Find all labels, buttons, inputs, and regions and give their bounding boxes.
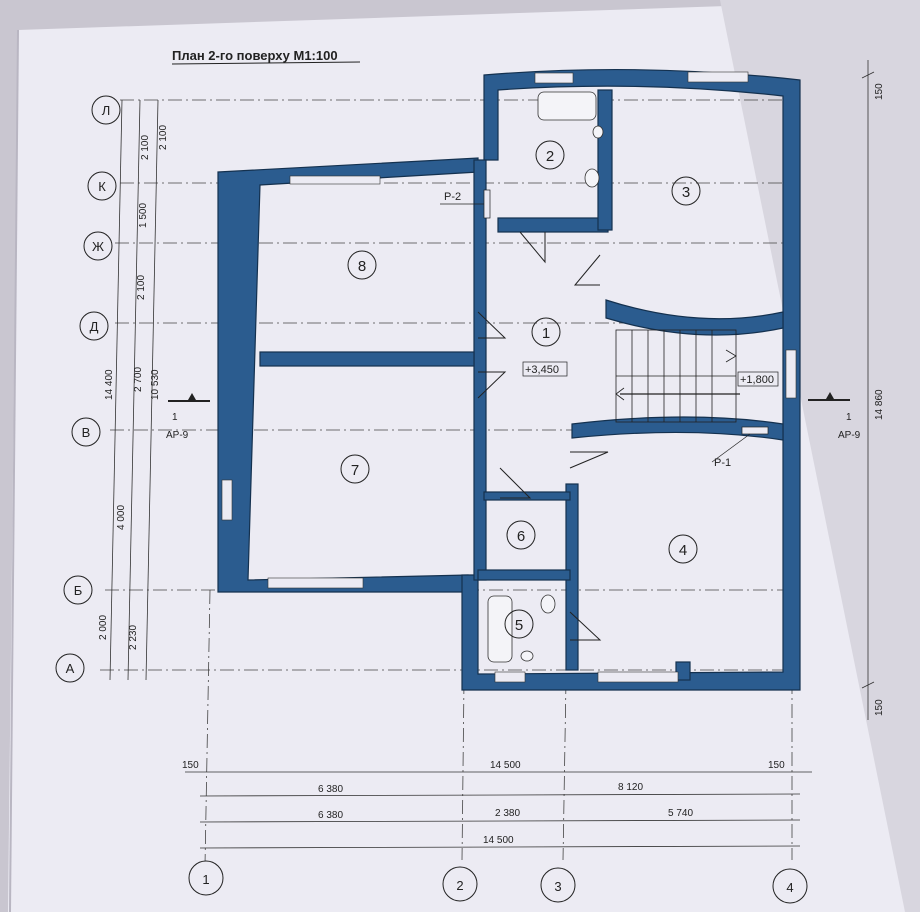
svg-text:АР-9: АР-9	[838, 430, 861, 441]
room-1: 1	[531, 317, 561, 347]
axis-a: А	[55, 653, 85, 683]
left-dimensions: 14 400 2 000 2 100 1 500 2 100 2 700 4 0…	[98, 125, 169, 650]
row-axis-bubbles: Л К Ж Д В Б А	[55, 95, 121, 683]
svg-text:150: 150	[768, 760, 785, 771]
svg-text:7: 7	[351, 462, 359, 479]
column-axis-bubbles: 1 2 3 4	[188, 860, 808, 904]
riser-p1-label: Р-1	[714, 457, 731, 469]
svg-text:3: 3	[682, 184, 690, 201]
svg-text:Д: Д	[90, 319, 99, 334]
svg-text:2 100: 2 100	[140, 135, 151, 160]
level-stair: +1,800	[737, 371, 779, 387]
svg-text:14 860: 14 860	[874, 389, 885, 420]
staircase	[615, 329, 740, 423]
svg-text:14 500: 14 500	[490, 760, 521, 771]
room-8: 8	[347, 250, 377, 280]
room-4: 4	[668, 534, 698, 564]
svg-text:1: 1	[846, 412, 852, 423]
right-dimension-lines	[861, 60, 875, 720]
svg-text:2: 2	[456, 878, 463, 893]
svg-text:5: 5	[515, 617, 523, 634]
axis-v: В	[71, 417, 101, 447]
left-dimension-lines	[109, 99, 159, 681]
room-3: 3	[671, 176, 701, 206]
svg-text:150: 150	[874, 699, 885, 716]
bottom-dimensions: 150 14 500 150 6 380 8 120 6 380 2 380 5…	[182, 760, 785, 846]
level-main: +3,450	[522, 361, 568, 377]
plan-title: План 2-го поверху М1:100	[172, 48, 338, 63]
svg-text:А: А	[66, 661, 75, 676]
svg-text:8 120: 8 120	[618, 782, 643, 793]
svg-text:2 100: 2 100	[136, 275, 147, 300]
svg-text:10 530: 10 530	[150, 369, 161, 400]
svg-text:6: 6	[517, 528, 525, 545]
svg-text:+1,800: +1,800	[740, 374, 774, 386]
svg-text:6 380: 6 380	[318, 784, 343, 795]
svg-text:Ж: Ж	[92, 239, 104, 254]
windows	[221, 71, 797, 683]
room-5: 5	[504, 609, 534, 639]
axis-col-4: 4	[772, 868, 808, 904]
svg-text:2 380: 2 380	[495, 808, 520, 819]
riser-p2: Р-2	[440, 189, 491, 219]
svg-text:3: 3	[554, 879, 561, 894]
section-mark-left: 1 АР-9	[166, 392, 210, 441]
svg-text:2 000: 2 000	[98, 615, 109, 640]
svg-text:АР-9: АР-9	[166, 430, 189, 441]
svg-text:14 400: 14 400	[104, 369, 115, 400]
axis-d: Д	[79, 311, 109, 341]
doors	[477, 231, 609, 641]
svg-text:4: 4	[679, 542, 687, 559]
svg-text:Л: Л	[102, 103, 111, 118]
right-dimensions: 150 14 860 150	[874, 83, 885, 716]
sanitary-fixtures	[487, 91, 604, 663]
svg-text:+3,450: +3,450	[525, 364, 559, 376]
bottom-dimension-lines	[185, 771, 812, 849]
svg-text:8: 8	[358, 258, 366, 275]
axis-col-3: 3	[540, 867, 576, 903]
axis-col-1: 1	[188, 860, 224, 896]
svg-text:2 230: 2 230	[128, 625, 139, 650]
svg-text:5 740: 5 740	[668, 808, 693, 819]
svg-text:4 000: 4 000	[116, 505, 127, 530]
room-7: 7	[340, 454, 370, 484]
svg-text:4: 4	[786, 880, 793, 895]
axis-l: Л	[91, 95, 121, 125]
axis-col-2: 2	[442, 866, 478, 902]
riser-p1: Р-1	[711, 426, 769, 469]
svg-text:2: 2	[546, 148, 554, 165]
svg-text:1: 1	[172, 412, 178, 423]
room-6: 6	[506, 520, 536, 550]
axis-k: К	[87, 171, 117, 201]
building-walls	[217, 68, 801, 691]
riser-p2-label: Р-2	[444, 191, 461, 203]
svg-text:В: В	[82, 425, 91, 440]
section-mark-right: 1 АР-9	[808, 391, 861, 441]
room-labels: 1 2 3 4 5 6 7 8	[340, 140, 701, 639]
svg-text:1: 1	[542, 325, 550, 342]
svg-text:2 100: 2 100	[158, 125, 169, 150]
svg-text:Б: Б	[74, 583, 83, 598]
svg-text:150: 150	[182, 760, 199, 771]
svg-text:2 700: 2 700	[133, 367, 144, 392]
axis-b: Б	[63, 575, 93, 605]
room-2: 2	[535, 140, 565, 170]
svg-text:14 500: 14 500	[483, 835, 514, 846]
svg-text:1 500: 1 500	[138, 203, 149, 228]
svg-text:К: К	[98, 179, 106, 194]
axis-zh: Ж	[83, 231, 113, 261]
svg-text:6 380: 6 380	[318, 810, 343, 821]
svg-text:1: 1	[202, 872, 209, 887]
svg-text:150: 150	[874, 83, 885, 100]
